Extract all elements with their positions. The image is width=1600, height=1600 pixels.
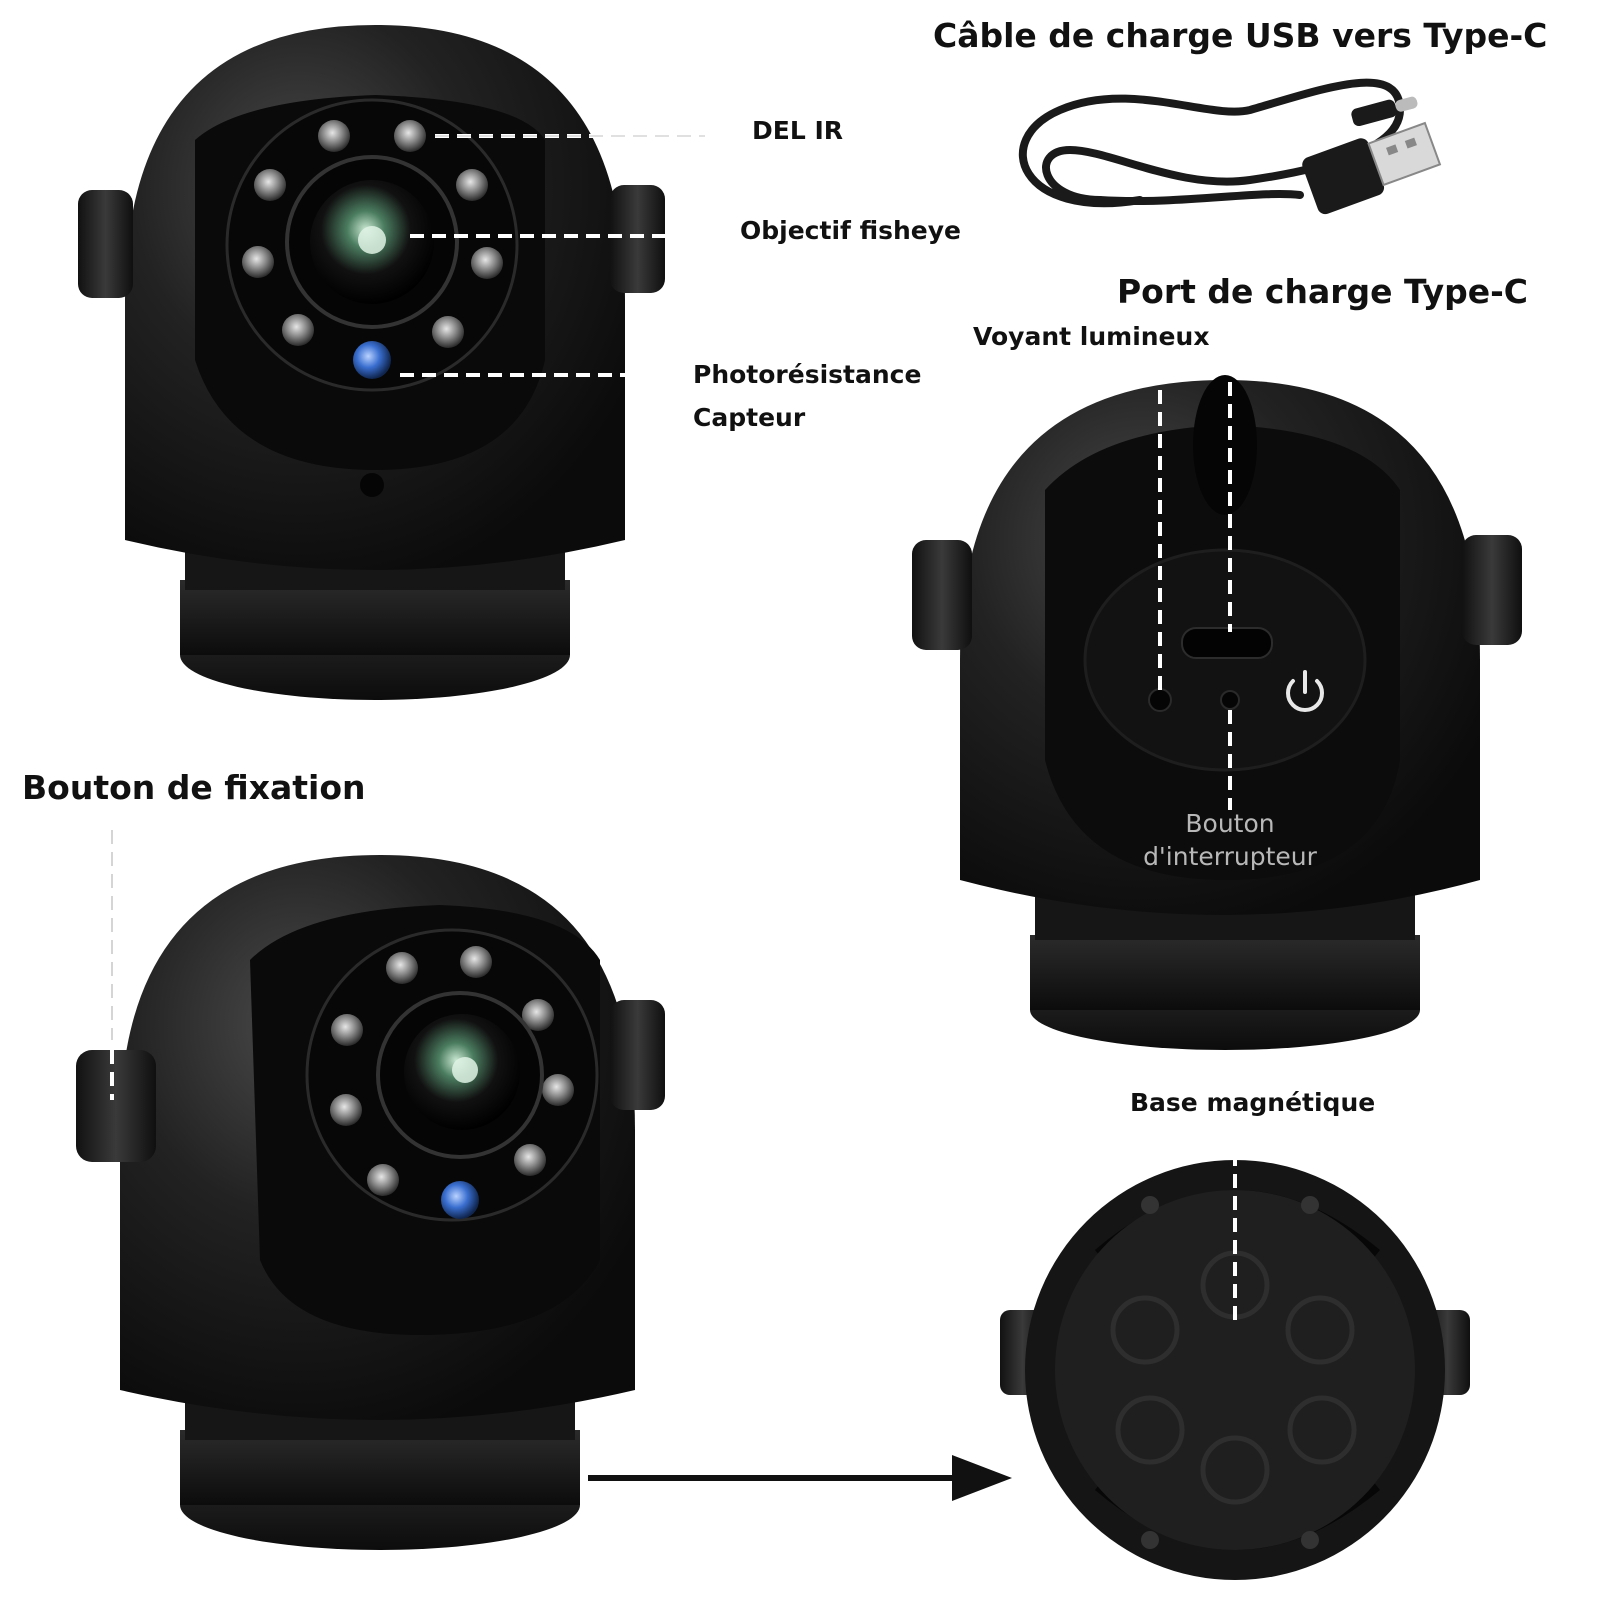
cable-title: Câble de charge USB vers Type-C	[933, 16, 1548, 55]
indicator-light-icon	[1148, 688, 1172, 712]
mount-knob-right-icon-2	[610, 1000, 665, 1110]
type-c-port-icon	[1181, 627, 1273, 659]
magnetic-base-view	[1000, 1130, 1470, 1580]
fisheye-lens-label: Objectif fisheye	[740, 216, 962, 245]
indicator-light-label: Voyant lumineux	[973, 322, 1210, 351]
photoresistor-sensor-icon	[353, 341, 391, 379]
mount-knob-left-icon	[78, 190, 133, 298]
camera-back-view	[912, 338, 1522, 1050]
ir-led-ring-icon-2	[330, 946, 574, 1196]
power-switch-icon	[1220, 690, 1240, 710]
mount-knob-back-left-icon	[912, 540, 972, 650]
magnetic-base-label: Base magnétique	[1130, 1088, 1376, 1117]
sensor-label: Capteur	[693, 403, 806, 432]
power-switch-label: Bouton d'interrupteur	[1130, 807, 1330, 873]
mount-knob-right-icon	[610, 185, 665, 293]
power-switch-label-line2: d'interrupteur	[1143, 842, 1317, 871]
usb-type-c-cable-icon	[1018, 78, 1442, 215]
power-symbol-icon	[1286, 670, 1324, 713]
mount-knob-back-right-icon	[1462, 535, 1522, 645]
photoresistor-sensor-icon-2	[441, 1181, 479, 1219]
ir-led-label: DEL IR	[752, 116, 844, 145]
ir-led-ring-icon	[242, 120, 503, 348]
fixing-knob-icon	[76, 1050, 156, 1162]
camera-front-view	[78, 25, 705, 700]
charging-port-title: Port de charge Type-C	[1117, 272, 1529, 311]
camera-angled-view	[76, 830, 665, 1550]
fixing-knob-label: Bouton de fixation	[22, 768, 366, 807]
photoresistor-label: Photorésistance	[693, 360, 922, 389]
arrow-right-icon	[588, 1455, 1012, 1501]
power-switch-label-line1: Bouton	[1185, 809, 1275, 838]
